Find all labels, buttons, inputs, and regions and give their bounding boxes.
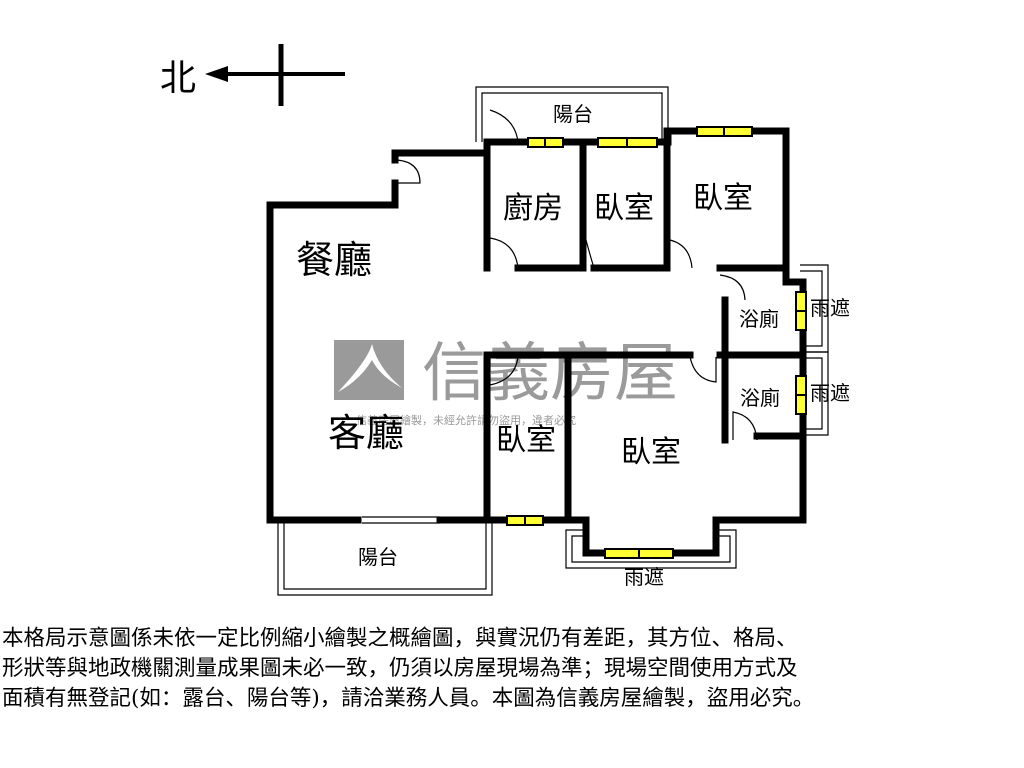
label-balcony-bottom: 陽台 [358,545,398,569]
disclaimer-line: 形狀等與地政機關測量成果圖未必一致，仍須以房屋現場為準；現場空間使用方式及 [2,656,798,681]
arrow-icon [205,66,228,82]
walls [266,127,807,557]
label-bath-1: 浴廁 [739,307,779,331]
label-dining: 餐廳 [296,238,372,282]
watermark: 信義房屋 信義房屋繪製，未經允許請勿盜用，違者必究 [334,337,678,427]
disclaimer: 本格局示意圖係未依一定比例縮小繪製之概繪圖，與實況仍有差距，其方位、格局、 形狀… [2,624,1024,714]
label-living: 客廳 [328,411,404,455]
disclaimer-line: 面積有無登記(如：露台、陽台等)，請洽業務人員。本圖為信義房屋繪製，盜用必究。 [2,686,815,711]
label-rain-cover-2: 雨遮 [810,381,850,405]
windows [506,126,807,559]
watermark-notice: 信義房屋繪製，未經允許請勿盜用，違者必究 [356,413,576,427]
label-bedroom-2: 臥室 [693,181,753,216]
label-rain-cover-3: 雨遮 [624,565,664,589]
label-kitchen: 廚房 [503,191,563,226]
label-bedroom-1: 臥室 [594,191,654,226]
label-rain-cover-1: 雨遮 [810,296,850,320]
watermark-logo-icon [334,340,404,400]
watermark-brand: 信義房屋 [422,337,678,411]
label-bedroom-4: 臥室 [621,435,681,470]
room-labels: 陽台 廚房 臥室 臥室 餐廳 浴廁 雨遮 浴廁 雨遮 客廳 臥室 臥室 陽台 雨… [296,102,850,589]
disclaimer-line: 本格局示意圖係未依一定比例縮小繪製之概繪圖，與實況仍有差距，其方位、格局、 [2,626,798,651]
doors [362,109,758,524]
floor-plan: 信義房屋 信義房屋繪製，未經允許請勿盜用，違者必究 北 [160,44,850,596]
label-balcony-top: 陽台 [553,102,593,126]
balcony-outlines [277,86,829,596]
north-label: 北 [160,58,196,99]
label-bath-2: 浴廁 [740,386,780,410]
label-bedroom-3: 臥室 [496,423,556,458]
north-compass: 北 [160,44,345,106]
